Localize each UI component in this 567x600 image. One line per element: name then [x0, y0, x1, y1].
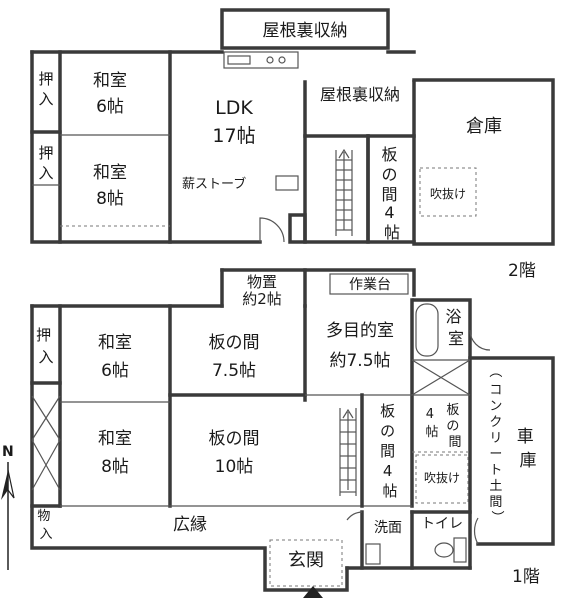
f2-attic-top-label: 屋根裏収納: [263, 20, 348, 41]
f2-oshiire-1-top: 押: [38, 70, 53, 88]
f2-washitsu-b-label: 和室: [93, 163, 127, 183]
f1-genkan-label: 玄関: [288, 550, 324, 571]
f1-level-label: 1階: [512, 567, 540, 587]
f1-oshiire-ch2: 入: [38, 348, 53, 366]
f2-fukinuke-label: 吹抜け: [430, 187, 466, 201]
f1-itanoma-b-size: 10帖: [215, 457, 254, 477]
f2-oshiire-2-top: 押: [38, 144, 53, 162]
f1-itanoma-c-ch3: 間: [380, 442, 395, 460]
f1-shako-note-ch9: 間: [489, 495, 502, 510]
f1-shako-note-ch2: コ: [489, 383, 502, 398]
f1-oshiire-label: 押 入: [36, 326, 56, 366]
f2-washitsu-a-size: 6帖: [96, 97, 124, 117]
f2-itanoma-ch2: の: [381, 165, 397, 184]
entrance-area: [269, 539, 343, 587]
f2-oshiire-2-label: 押入: [38, 144, 53, 182]
f1-monoire-ch2: 入: [39, 527, 52, 542]
f2-washitsu-a-label: 和室: [93, 71, 127, 91]
f1-shako-note-ch4: ク: [489, 415, 502, 430]
f1-shako-note-ch6: ー: [489, 447, 502, 462]
f1-itanoma-c-ch4: 4: [383, 462, 393, 480]
first-floor-stair: [339, 408, 357, 496]
f1-fukinuke-label: 吹抜け: [424, 471, 460, 485]
f2-level-label: 2階: [508, 261, 536, 281]
second-floor-stair: [335, 148, 353, 236]
f1-washitsu-b-size: 8帖: [101, 457, 129, 477]
second-floor-atrium: [419, 167, 477, 217]
wood-stove-icon: [275, 175, 299, 191]
f1-itanoma-c-ch1: 板: [380, 402, 395, 420]
f1-senmen-label: 洗面: [374, 520, 402, 536]
f2-washitsu-b-size: 8帖: [96, 189, 124, 209]
f2-itanoma-ch3: 間: [381, 185, 397, 204]
first-floor-plan: [30, 268, 555, 598]
f1-shako-note-ch5: リ: [489, 431, 502, 446]
f1-itanoma-d-size-ch2: 帖: [425, 425, 438, 440]
f1-monooki-size: 約2帖: [242, 290, 282, 308]
f1-itanoma-a-size: 7.5帖: [212, 361, 256, 381]
f1-tamokuteki-label: 多目的室: [326, 321, 394, 341]
entrance-arrow-icon: [303, 586, 323, 598]
f2-souko-label: 倉庫: [466, 116, 502, 137]
f2-stove-label: 薪ストーブ: [182, 176, 246, 192]
f1-hiroen-label: 広縁: [173, 515, 207, 535]
f2-itanoma-ch4: 4: [384, 203, 394, 222]
f1-oshiire-ch1: 押: [36, 326, 51, 344]
f1-shako-ch1: 車: [517, 427, 534, 447]
f1-itanoma-d-size-ch1: 4: [426, 407, 434, 422]
f2-oshiire-2-bottom: 入: [38, 164, 53, 182]
f2-itanoma-ch1: 板: [381, 145, 397, 164]
f1-washitsu-a-size: 6帖: [101, 361, 129, 381]
f1-itanoma-d-ch1: 板: [446, 403, 459, 418]
f1-shako-note-ch1: ︵: [489, 365, 502, 380]
f1-washitsu-a-label: 和室: [98, 333, 132, 353]
f1-itanoma-a-label: 板の間: [209, 333, 260, 353]
f1-shako-label: 車 庫: [517, 427, 539, 471]
f2-oshiire-1-label: 押入: [38, 70, 53, 108]
second-floor-plan: [30, 8, 555, 246]
f1-itanoma-c-ch5: 帖: [382, 482, 397, 500]
f2-ldk-size: 17帖: [212, 125, 255, 147]
f2-itanoma-label: 板 の 間 4 帖: [381, 145, 402, 242]
f1-itanoma-c-label: 板 の 間 4 帖: [380, 402, 400, 500]
first-floor-atrium: [415, 454, 469, 504]
f1-itanoma-d-ch3: 間: [448, 435, 461, 450]
f1-shako-note-ch3: ン: [489, 399, 502, 414]
f2-oshiire-1-bottom: 入: [38, 90, 53, 108]
f1-monooki-label: 物置: [247, 273, 277, 291]
f1-yokushitsu-ch2: 室: [448, 329, 464, 348]
f1-shako-note-ch10: ︶: [491, 511, 504, 526]
f1-yokushitsu-label: 浴 室: [445, 307, 466, 348]
f1-itanoma-c-ch2: の: [380, 422, 395, 440]
f1-itanoma-d-ch2: の: [446, 419, 459, 434]
f1-itanoma-d-label: 板 の 間: [446, 403, 463, 450]
f1-tamokuteki-size: 約7.5帖: [329, 351, 390, 371]
f1-itanoma-b-label: 板の間: [209, 429, 260, 449]
toilet-icon: [434, 537, 467, 563]
north-compass: N: [1, 444, 15, 570]
f2-attic-mid-label: 屋根裏収納: [320, 85, 400, 104]
f2-itanoma-ch5: 帖: [384, 223, 400, 242]
f1-shako-ch2: 庫: [520, 451, 537, 471]
f1-monoire-label: 物 入: [37, 509, 54, 542]
f1-yokushitsu-ch1: 浴: [445, 307, 461, 326]
f1-shako-note: ︵ コ ン ク リ ー ト 土 間 ︶: [489, 365, 506, 526]
f1-itanoma-d-size: 4 帖: [425, 407, 438, 440]
f1-shako-note-ch7: ト: [489, 463, 502, 478]
f1-shako-note-ch8: 土: [489, 479, 502, 494]
f1-sagyoudai-label: 作業台: [349, 277, 391, 293]
f2-ldk-label: LDK: [215, 97, 253, 119]
f1-toilet-label: トイレ: [421, 516, 463, 532]
compass-north-label: N: [2, 444, 14, 460]
f1-monoire-ch1: 物: [37, 509, 50, 524]
f1-washitsu-b-label: 和室: [98, 429, 132, 449]
